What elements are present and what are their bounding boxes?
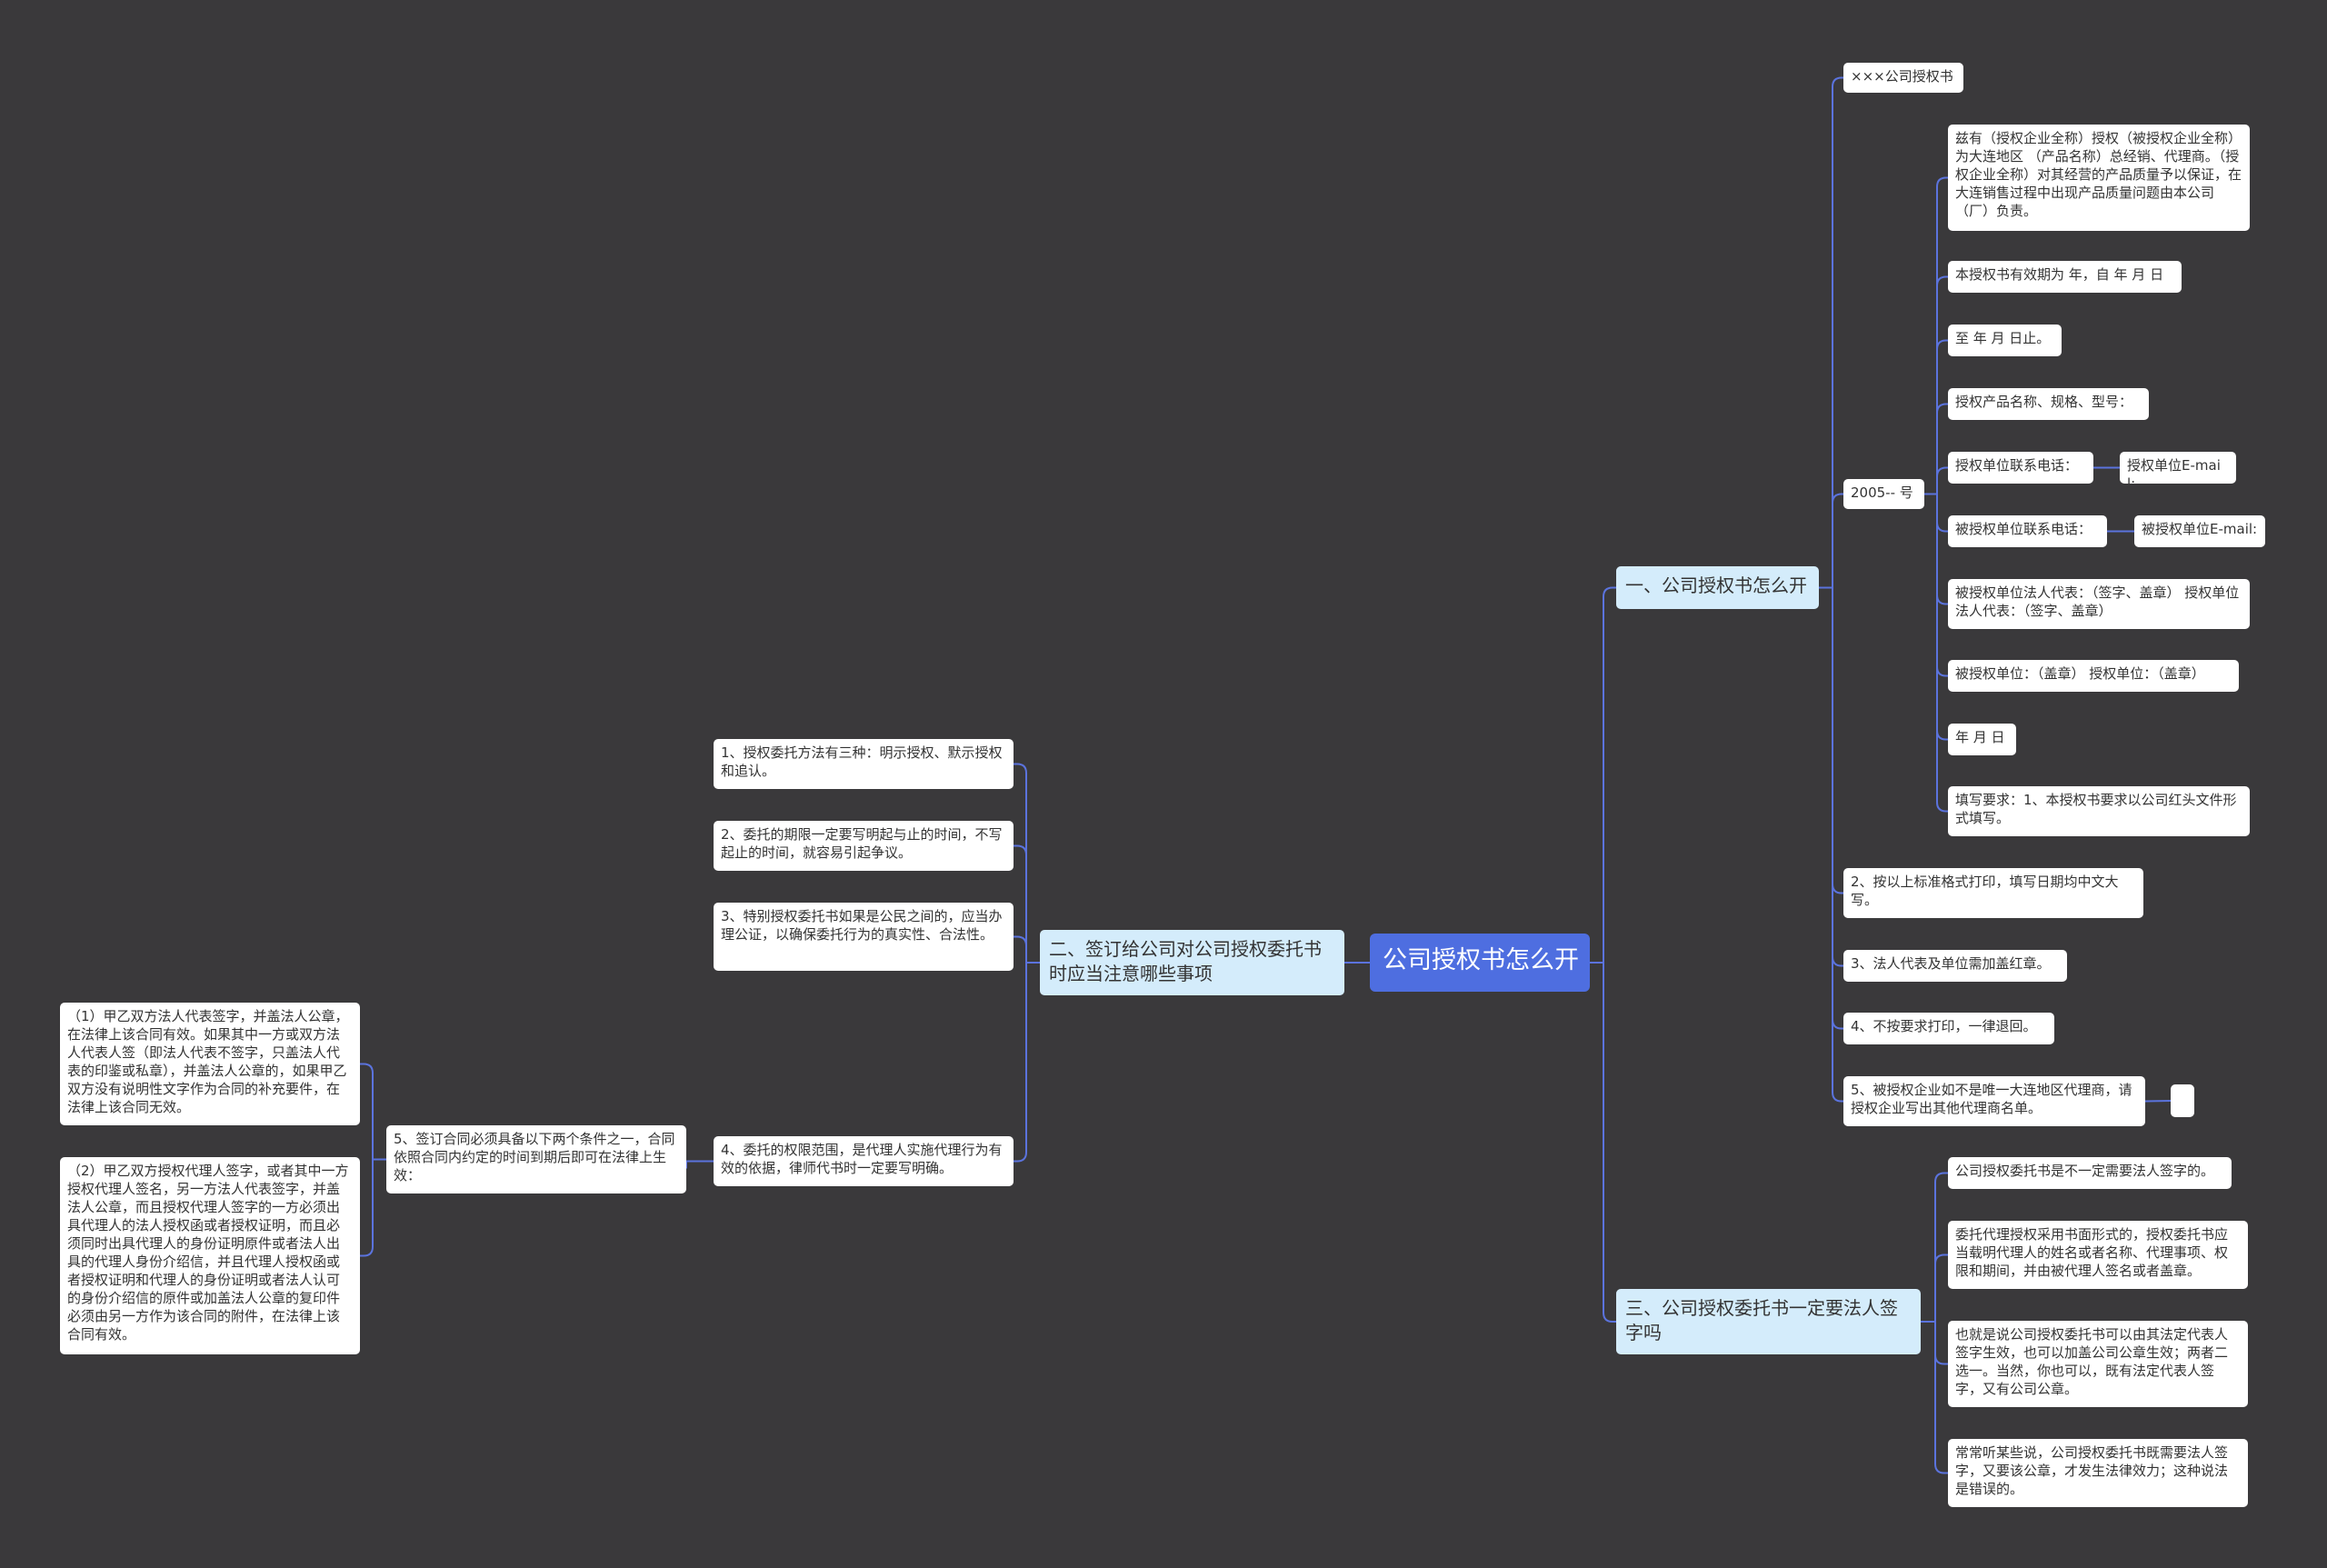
legal-representative-signatures[interactable]: 被授权单位法人代表：（签字、盖章） 授权单位法人代表：（签字、盖章） <box>1948 579 2250 629</box>
condition-authorized-agents[interactable]: （2）甲乙双方授权代理人签字，或者其中一方授权代理人签名，另一方法人代表签字，并… <box>60 1157 360 1354</box>
connector-line <box>1921 1321 1948 1474</box>
connector-line <box>360 1158 386 1257</box>
filling-requirement-5[interactable]: 5、被授权企业如不是唯一大连地区代理商，请授权企业写出其他代理商名单。 <box>1843 1076 2145 1126</box>
branch-signing-precautions[interactable]: 二、签订给公司对公司授权委托书时应当注意哪些事项 <box>1040 930 1344 995</box>
connector-line <box>1590 962 1616 1323</box>
connector-line <box>1819 76 1843 589</box>
product-spec[interactable]: 授权产品名称、规格、型号： <box>1948 388 2149 420</box>
empty-topic[interactable] <box>2171 1084 2194 1117</box>
authorization-statement[interactable]: 兹有（授权企业全称）授权（被授权企业全称）为大连地区 （产品名称）总经销、代理商… <box>1948 125 2250 231</box>
branch-how-to-issue[interactable]: 一、公司授权书怎么开 <box>1616 566 1819 609</box>
connector-line <box>1819 586 1843 894</box>
connector-line <box>1924 493 1948 533</box>
validity-end[interactable]: 至 年 月 日止。 <box>1948 325 2062 356</box>
filling-requirement-1[interactable]: 填写要求：1、本授权书要求以公司红头文件形式填写。 <box>1948 786 2250 836</box>
authorization-methods[interactable]: 1、授权委托方法有三种：明示授权、默示授权和追认。 <box>714 739 1014 789</box>
connector-line <box>1924 493 1948 813</box>
notarization[interactable]: 3、特别授权委托书如果是公民之间的，应当办理公证，以确保委托行为的真实性、合法性… <box>714 903 1014 971</box>
connector-line <box>1924 493 1948 677</box>
root-topic[interactable]: 公司授权书怎么开 <box>1370 934 1590 992</box>
connector-line <box>1014 935 1040 964</box>
branch-legal-signature-required[interactable]: 三、公司授权委托书一定要法人签字吗 <box>1616 1289 1921 1354</box>
connector-line <box>1924 493 1948 605</box>
grantor-phone[interactable]: 授权单位联系电话： <box>1948 452 2093 484</box>
filling-requirement-4[interactable]: 4、不按要求打印，一律退回。 <box>1843 1013 2054 1044</box>
connector-line <box>1819 493 1843 589</box>
authorization-letter-title[interactable]: ×××公司授权书 <box>1843 63 1963 93</box>
signature-not-required[interactable]: 公司授权委托书是不一定需要法人签字的。 <box>1948 1157 2232 1189</box>
grantor-email[interactable]: 授权单位E-mail: <box>2120 452 2236 484</box>
connector-line <box>1924 339 1948 495</box>
grantee-phone[interactable]: 被授权单位联系电话： <box>1948 515 2107 547</box>
company-seals[interactable]: 被授权单位：（盖章） 授权单位：（盖章） <box>1948 660 2239 692</box>
connector-line <box>1924 176 1948 495</box>
connector-line <box>360 1063 386 1161</box>
connector-line <box>1924 403 1948 495</box>
signature-or-seal[interactable]: 也就是说公司授权委托书可以由其法定代表人签字生效，也可以加盖公司公章生效；两者二… <box>1948 1321 2248 1407</box>
authorization-period[interactable]: 2、委托的期限一定要写明起与止的时间，不写起止的时间，就容易引起争议。 <box>714 821 1014 871</box>
authority-scope[interactable]: 4、委托的权限范围，是代理人实施代理行为有效的依据，律师代书时一定要写明确。 <box>714 1136 1014 1186</box>
document-number[interactable]: 2005-- 号 <box>1843 479 1924 509</box>
connector-line <box>2144 1100 2172 1103</box>
connector-line <box>1921 1253 1948 1323</box>
filling-requirement-3[interactable]: 3、法人代表及单位需加盖红章。 <box>1843 950 2067 982</box>
condition-legal-representatives[interactable]: （1）甲乙双方法人代表签字，并盖法人公章，在法律上该合同有效。如果其中一方或双方… <box>60 1003 360 1125</box>
contract-conditions[interactable]: 5、签订合同必须具备以下两个条件之一，合同依照合同内约定的时间到期后即可在法律上… <box>386 1125 686 1193</box>
filling-requirement-2[interactable]: 2、按以上标准格式打印，填写日期均中文大写。 <box>1843 868 2143 918</box>
connector-line <box>1819 586 1843 1103</box>
connector-line <box>1590 586 1616 964</box>
connector-line <box>1014 763 1040 964</box>
connector-line <box>1014 844 1040 964</box>
connector-line <box>1924 493 1948 741</box>
validity-period[interactable]: 本授权书有效期为 年，自 年 月 日 <box>1948 261 2182 293</box>
written-authorization-content[interactable]: 委托代理授权采用书面形式的，授权委托书应当载明代理人的姓名或者名称、代理事项、权… <box>1948 1221 2248 1289</box>
grantee-email[interactable]: 被授权单位E-mail: <box>2134 515 2265 547</box>
connector-line <box>1819 586 1843 967</box>
connector-line <box>1014 962 1040 1163</box>
connector-line <box>1924 466 1948 495</box>
signing-date[interactable]: 年 月 日 <box>1948 724 2016 755</box>
connector-line <box>1819 586 1843 1030</box>
connector-line <box>1924 275 1948 495</box>
common-misconception[interactable]: 常常听某些说，公司授权委托书既需要法人签字，又要该公章，才发生法律效力；这种说法… <box>1948 1439 2248 1507</box>
connector-line <box>1921 1321 1948 1365</box>
connector-line <box>1921 1172 1948 1323</box>
